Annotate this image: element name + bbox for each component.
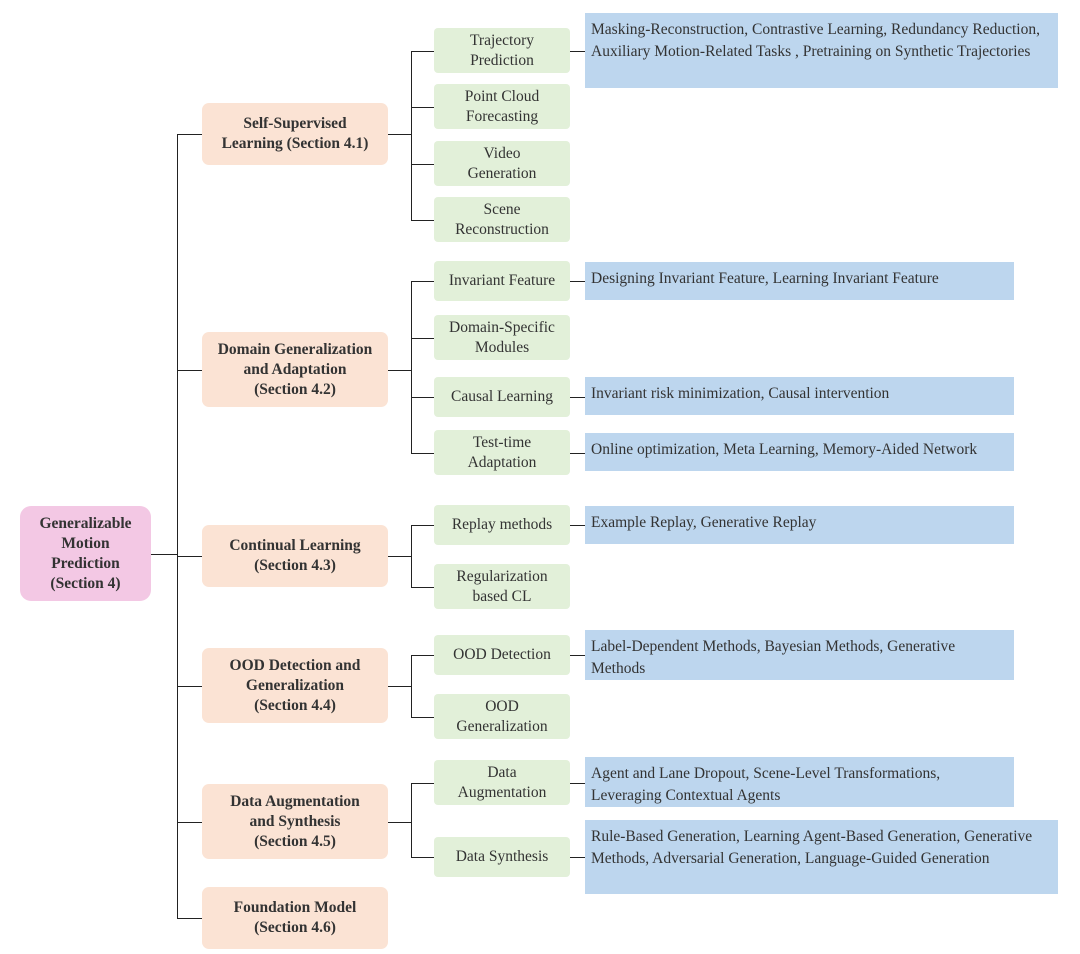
category-node: OOD Detection and Generalization (Sectio… (202, 648, 388, 723)
subcategory-node: Test-time Adaptation (434, 430, 570, 475)
root-connector (151, 553, 177, 555)
subcategory-node: Video Generation (434, 141, 570, 186)
subcategory-connector (411, 857, 434, 859)
subcategory-node: Invariant Feature (434, 261, 570, 301)
detail-node: Invariant risk minimization, Causal inte… (585, 377, 1014, 415)
subcategory-connector (411, 586, 434, 588)
category-node: Foundation Model (Section 4.6) (202, 887, 388, 949)
category-connector (177, 685, 202, 687)
subcategory-node: Causal Learning (434, 377, 570, 417)
category-branch-connector (388, 821, 411, 823)
subcategory-node: Scene Reconstruction (434, 197, 570, 242)
detail-connector (570, 857, 585, 859)
sub-spine (411, 281, 413, 453)
detail-connector (570, 397, 585, 399)
subcategory-node: Data Synthesis (434, 837, 570, 877)
category-branch-connector (388, 685, 411, 687)
detail-node: Online optimization, Meta Learning, Memo… (585, 433, 1014, 471)
category-node: Domain Generalization and Adaptation (Se… (202, 332, 388, 407)
category-branch-connector (388, 369, 411, 371)
detail-connector (570, 50, 585, 52)
subcategory-connector (411, 219, 434, 221)
subcategory-connector (411, 525, 434, 527)
subcategory-connector (411, 716, 434, 718)
detail-node: Agent and Lane Dropout, Scene-Level Tran… (585, 757, 1014, 807)
sub-spine (411, 525, 413, 587)
detail-node: Masking-Reconstruction, Contrastive Lear… (585, 13, 1058, 88)
detail-node: Label-Dependent Methods, Bayesian Method… (585, 630, 1014, 680)
subcategory-node: Point Cloud Forecasting (434, 84, 570, 129)
sub-spine (411, 782, 413, 857)
category-connector (177, 821, 202, 823)
subcategory-connector (411, 163, 434, 165)
detail-connector (570, 281, 585, 283)
category-connector (177, 918, 202, 920)
category-node: Continual Learning (Section 4.3) (202, 525, 388, 587)
sub-spine (411, 50, 413, 220)
subcategory-connector (411, 281, 434, 283)
category-connector (177, 369, 202, 371)
detail-node: Rule-Based Generation, Learning Agent-Ba… (585, 820, 1058, 894)
category-node: Data Augmentation and Synthesis (Section… (202, 784, 388, 859)
subcategory-node: Data Augmentation (434, 760, 570, 805)
sub-spine (411, 655, 413, 717)
category-connector (177, 556, 202, 558)
detail-connector (570, 782, 585, 784)
category-branch-connector (388, 556, 411, 558)
detail-connector (570, 525, 585, 527)
category-node: Self-Supervised Learning (Section 4.1) (202, 103, 388, 165)
subcategory-node: OOD Detection (434, 635, 570, 675)
detail-connector (570, 655, 585, 657)
main-spine (177, 134, 179, 918)
subcategory-node: Replay methods (434, 505, 570, 545)
subcategory-node: OOD Generalization (434, 694, 570, 739)
root-node: Generalizable Motion Prediction (Section… (20, 506, 151, 601)
subcategory-connector (411, 397, 434, 399)
subcategory-node: Regularization based CL (434, 564, 570, 609)
category-connector (177, 134, 202, 136)
subcategory-connector (411, 106, 434, 108)
detail-node: Designing Invariant Feature, Learning In… (585, 262, 1014, 300)
detail-node: Example Replay, Generative Replay (585, 506, 1014, 544)
subcategory-connector (411, 655, 434, 657)
subcategory-connector (411, 782, 434, 784)
subcategory-node: Trajectory Prediction (434, 28, 570, 73)
category-branch-connector (388, 134, 411, 136)
subcategory-connector (411, 337, 434, 339)
subcategory-connector (411, 50, 434, 52)
subcategory-node: Domain-Specific Modules (434, 315, 570, 360)
detail-connector (570, 452, 585, 454)
subcategory-connector (411, 452, 434, 454)
